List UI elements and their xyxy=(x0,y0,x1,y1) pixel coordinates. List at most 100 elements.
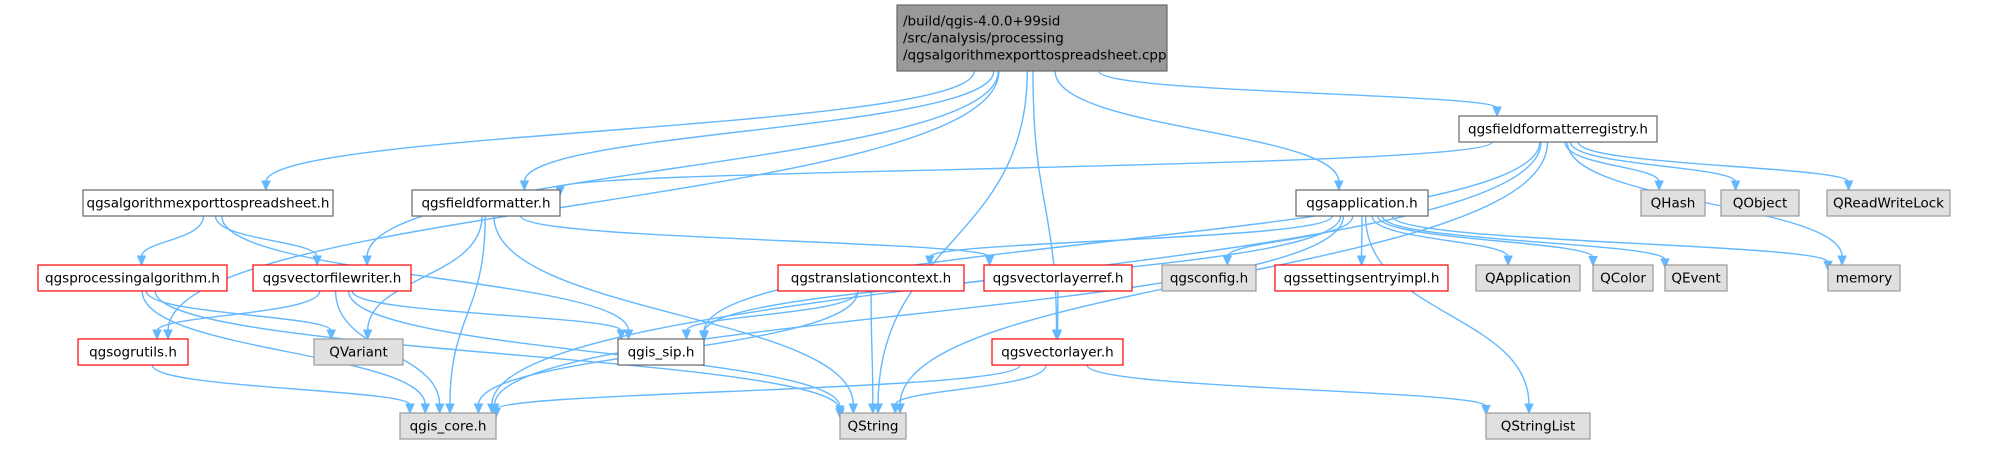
dependency-arrowhead xyxy=(362,329,373,341)
dependency-edge xyxy=(265,70,976,183)
dependency-edge xyxy=(523,70,995,183)
node-box xyxy=(1640,189,1706,217)
node-qreadwritelock[interactable]: QReadWriteLock xyxy=(1826,189,1951,217)
node-label: qgis_core.h xyxy=(410,419,487,435)
node-qgsconfig[interactable]: qgsconfig.h xyxy=(1161,264,1257,292)
node-box xyxy=(1485,412,1591,440)
node-qvariant[interactable]: QVariant xyxy=(313,338,404,366)
dependency-arrowhead xyxy=(984,255,995,267)
dependency-arrowhead xyxy=(312,255,322,267)
dependency-arrowhead xyxy=(1481,404,1491,416)
node-layer: /build/qgis-4.0.0+99sid/src/analysis/pro… xyxy=(37,4,1951,440)
dependency-arrowhead xyxy=(1837,255,1847,267)
node-vectorlayer[interactable]: qgsvectorlayer.h xyxy=(991,338,1124,366)
dependency-arrowhead xyxy=(1503,255,1513,267)
node-label: memory xyxy=(1836,271,1892,287)
dependency-edge xyxy=(495,364,1021,411)
node-label: qgsfieldformatterregistry.h xyxy=(1468,122,1648,138)
node-root[interactable]: /build/qgis-4.0.0+99sid/src/analysis/pro… xyxy=(896,4,1168,72)
dependency-edge xyxy=(1032,70,1058,332)
dependency-edge xyxy=(894,364,1047,406)
node-label: qgsapplication.h xyxy=(1306,196,1418,212)
node-box xyxy=(777,264,965,292)
node-box xyxy=(991,338,1124,366)
dependency-arrowhead xyxy=(473,403,484,415)
dependency-edge xyxy=(685,290,859,332)
dependency-edge xyxy=(1377,215,1594,259)
dependency-arrowhead xyxy=(362,255,372,267)
node-box xyxy=(1826,189,1951,217)
node-fieldregistry[interactable]: qgsfieldformatterregistry.h xyxy=(1458,115,1658,143)
dependency-edge xyxy=(140,215,205,258)
node-box xyxy=(1274,264,1449,292)
node-qevent[interactable]: QEvent xyxy=(1664,264,1728,292)
dependency-edge xyxy=(493,215,854,406)
node-label: QColor xyxy=(1600,271,1646,287)
node-label: QEvent xyxy=(1671,271,1720,287)
dependency-arrowhead xyxy=(1660,258,1670,270)
dependency-arrowhead xyxy=(445,403,455,415)
node-label: QStringList xyxy=(1501,419,1576,435)
node-box xyxy=(313,338,404,366)
node-fieldformatter[interactable]: qgsfieldformatter.h xyxy=(411,189,561,217)
node-label: qgis_sip.h xyxy=(628,345,695,361)
node-label: QString xyxy=(848,419,899,435)
node-procalg[interactable]: qgsprocessingalgorithm.h xyxy=(37,264,228,292)
node-label: qgstranslationcontext.h xyxy=(791,271,952,287)
dependency-arrowhead xyxy=(1730,180,1741,192)
dependency-arrowhead xyxy=(699,331,709,343)
dependency-arrowhead xyxy=(1334,180,1344,192)
node-box xyxy=(411,189,561,217)
dependency-arrowhead xyxy=(519,180,530,192)
node-settingsentry[interactable]: qgssettingsentryimpl.h xyxy=(1274,264,1449,292)
dependency-edge xyxy=(559,141,1493,189)
node-vlref[interactable]: qgsvectorlayerref.h xyxy=(983,264,1133,292)
node-label: QHash xyxy=(1651,196,1696,212)
node-label: qgssettingsentryimpl.h xyxy=(1284,271,1440,287)
dependency-arrowhead xyxy=(1524,403,1534,415)
node-box xyxy=(1592,264,1654,292)
node-box xyxy=(1475,264,1581,292)
node-box xyxy=(1664,264,1728,292)
dependency-edge xyxy=(1086,364,1487,408)
node-qcolor[interactable]: QColor xyxy=(1592,264,1654,292)
node-box xyxy=(1295,189,1429,217)
dependency-arrowhead xyxy=(152,329,162,341)
node-application[interactable]: qgsapplication.h xyxy=(1295,189,1429,217)
node-box xyxy=(252,264,412,292)
dependency-arrowhead xyxy=(835,405,845,417)
node-exporthdr[interactable]: qgsalgorithmexporttospreadsheet.h xyxy=(82,189,334,217)
node-transctx[interactable]: qgstranslationcontext.h xyxy=(777,264,965,292)
node-box xyxy=(77,338,189,366)
dependency-arrowhead xyxy=(326,329,336,341)
node-label: qgsprocessingalgorithm.h xyxy=(45,271,220,287)
dependency-arrowhead xyxy=(434,403,445,415)
dependency-arrowhead xyxy=(1356,255,1367,267)
node-label: qgsogrutils.h xyxy=(89,345,177,361)
node-vfw[interactable]: qgsvectorfilewriter.h xyxy=(252,264,412,292)
dependency-arrowhead xyxy=(616,329,627,341)
dependency-edge xyxy=(1371,215,1509,258)
node-qgiscore[interactable]: qgis_core.h xyxy=(399,412,497,440)
node-qgissip[interactable]: qgis_sip.h xyxy=(617,338,705,366)
node-memory[interactable]: memory xyxy=(1827,264,1901,292)
node-qapplication[interactable]: QApplication xyxy=(1475,264,1581,292)
node-qstring[interactable]: QString xyxy=(839,412,907,440)
dependency-arrowhead xyxy=(420,403,431,415)
node-box xyxy=(399,412,497,440)
dependency-arrowhead xyxy=(1492,106,1502,118)
node-qstringlist[interactable]: QStringList xyxy=(1485,412,1591,440)
node-qhash[interactable]: QHash xyxy=(1640,189,1706,217)
dependency-edge xyxy=(929,215,1333,258)
dependency-arrowhead xyxy=(261,180,271,192)
dependency-arrowhead xyxy=(890,403,901,415)
node-qobject[interactable]: QObject xyxy=(1720,189,1800,217)
dependency-edge xyxy=(703,141,1541,332)
node-ogrutils[interactable]: qgsogrutils.h xyxy=(77,338,189,366)
node-label: QReadWriteLock xyxy=(1833,196,1944,212)
node-box xyxy=(983,264,1133,292)
dependency-arrowhead xyxy=(925,255,935,267)
node-box xyxy=(839,412,907,440)
dependency-edge xyxy=(141,290,426,406)
